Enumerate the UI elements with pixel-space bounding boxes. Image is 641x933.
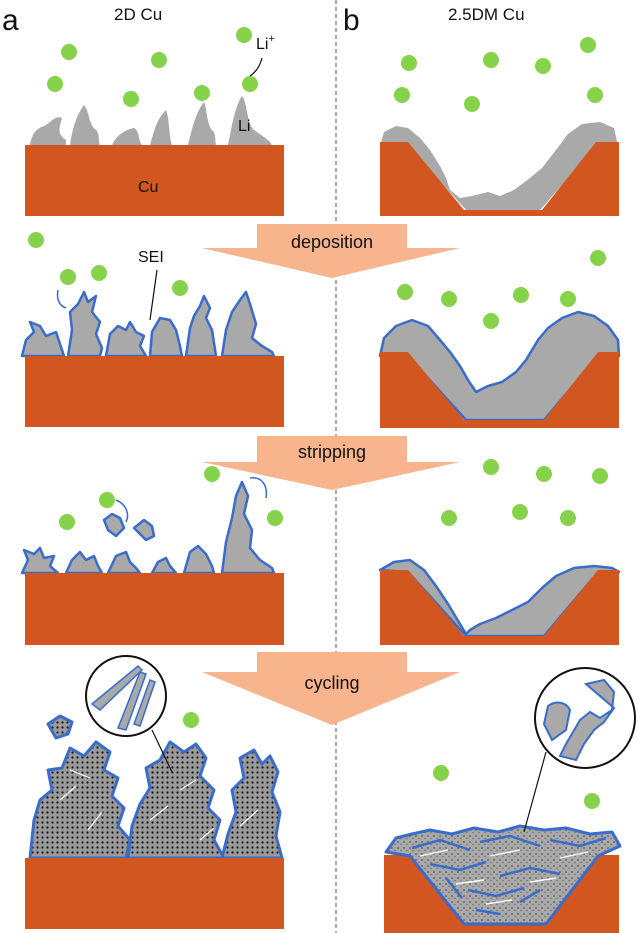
- zoom-circle-a4: [85, 655, 173, 773]
- deposition-label: deposition: [291, 232, 373, 252]
- li-ion-label: Li+: [256, 33, 275, 53]
- li-ions-a3: [59, 466, 283, 530]
- dead-li-a3: [20, 480, 276, 575]
- cu-substrate-b1: [380, 142, 619, 216]
- cu-substrate-b2: [380, 352, 619, 428]
- cycling-label: cycling: [304, 673, 359, 693]
- li-ions-a2: [28, 232, 188, 296]
- stripping-label: stripping: [298, 442, 366, 462]
- zoom-circle-b4: [523, 667, 636, 833]
- cu-substrate-b3: [380, 570, 619, 645]
- curved-arrow-a3a: [115, 499, 129, 523]
- panel-a-letter: a: [2, 4, 19, 37]
- li-ions-b2: [397, 250, 606, 329]
- cu-substrate-b4: [384, 855, 619, 933]
- panel-b-letter: b: [343, 4, 360, 37]
- li-ion-a4: [183, 712, 199, 728]
- sei-leader: [149, 269, 158, 321]
- li-label: Li: [238, 118, 250, 135]
- cu-substrate-a4: [25, 858, 284, 929]
- cu-substrate-a1: [25, 145, 284, 216]
- li-ions-b3: [441, 459, 608, 526]
- cycling-arrow: cycling: [202, 652, 460, 725]
- li-ions-b4: [433, 765, 600, 809]
- panel-b-title: 2.5DM Cu: [448, 5, 525, 24]
- sei-network-b4: [411, 834, 607, 916]
- panel-a-title: 2D Cu: [114, 5, 162, 24]
- li-ions-a1: [47, 27, 258, 107]
- cu-label: Cu: [138, 179, 158, 196]
- sei-lines-a4: [59, 769, 259, 841]
- dendrites-a2: [20, 290, 276, 358]
- cu-substrate-a3: [25, 573, 284, 645]
- sei-label: SEI: [138, 249, 164, 266]
- curved-arrow-a2: [56, 289, 67, 309]
- curved-arrow-a3b: [249, 477, 268, 499]
- deposition-arrow: deposition: [202, 224, 460, 278]
- stripping-arrow: stripping: [202, 436, 460, 490]
- li-deposits-a1: [30, 96, 272, 145]
- li-deposit-b1: [380, 122, 618, 210]
- sei-white-lines-b4: [419, 849, 589, 905]
- li-ions-b1: [394, 37, 603, 112]
- porous-li-a4: [28, 714, 284, 860]
- cu-substrate-a2: [25, 356, 284, 427]
- li-ion-leader: [249, 57, 263, 77]
